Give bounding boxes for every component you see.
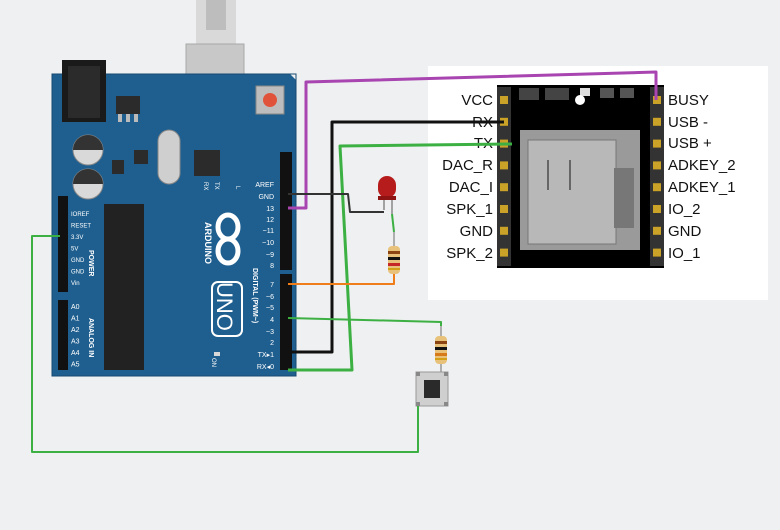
mp3-pin-label: VCC xyxy=(461,92,493,109)
arduino-pin-label: A2 xyxy=(71,327,80,334)
power-section-label: POWER xyxy=(87,250,94,276)
digital-section-label: DIGITAL (PWM~) xyxy=(251,268,258,323)
pin-hole xyxy=(500,183,508,192)
arduino-pin-label: GND xyxy=(258,194,274,201)
pin-hole xyxy=(500,161,508,170)
arduino-pin-label: 7 xyxy=(270,282,274,289)
arduino-pin-label: ~5 xyxy=(266,305,274,312)
mp3-right-labels: BUSY USB - USB + ADKEY_2 ADKEY_1 IO_2 GN… xyxy=(668,92,736,262)
pin-hole xyxy=(653,161,661,170)
arduino-pin-label: ~3 xyxy=(266,329,274,336)
arduino-pin-label: A3 xyxy=(71,339,80,346)
purple-wire xyxy=(288,70,658,210)
pin-hole xyxy=(653,205,661,213)
arduino-pin-label: RESET xyxy=(71,224,91,230)
arduino-pin-label: A1 xyxy=(71,316,80,323)
arduino-pin-label: 5V xyxy=(71,247,78,253)
black-wire xyxy=(288,120,504,354)
dfplayer-module xyxy=(497,85,664,268)
arduino-pin-label: ~6 xyxy=(266,294,274,301)
pin-hole xyxy=(653,183,661,192)
green-5v-wire xyxy=(31,235,419,453)
arduino-pin-label: 13 xyxy=(266,206,274,213)
mp3-pin-label: GND xyxy=(668,223,702,240)
pin-hole xyxy=(653,248,661,257)
resistor-icon xyxy=(435,326,447,372)
arduino-model-label: UNO xyxy=(212,282,237,331)
green-wire xyxy=(288,142,513,372)
red-led-icon xyxy=(378,176,396,214)
arduino-pin-label: ~10 xyxy=(262,240,274,247)
mp3-pin-label: GND xyxy=(460,223,494,240)
rx-led-label: RX xyxy=(202,182,208,190)
arduino-uno-board: ARDUINO UNO ON RX TX L POWER ANALOG IN D… xyxy=(51,60,297,377)
resistor-icon xyxy=(388,232,400,274)
arduino-pin-label: AREF xyxy=(255,182,274,189)
mp3-pin-label: DAC_I xyxy=(449,179,493,196)
pin-hole xyxy=(500,205,508,213)
tx-led-label: TX xyxy=(213,182,219,190)
mp3-pin-label: ADKEY_2 xyxy=(668,157,736,174)
orange-wire xyxy=(288,274,395,285)
arduino-brand-label: ARDUINO xyxy=(203,222,213,264)
arduino-pin-label: 3.3V xyxy=(71,235,83,241)
pin-hole xyxy=(500,248,508,257)
arduino-pin-label: 4 xyxy=(270,317,274,324)
mp3-pin-label: ADKEY_1 xyxy=(668,179,736,196)
arduino-logo xyxy=(215,212,241,266)
mp3-pin-label: DAC_R xyxy=(442,157,493,174)
arduino-pin-label: IOREF xyxy=(71,212,90,218)
pin-hole xyxy=(500,96,508,104)
arduino-left-header-labels: IOREF RESET 3.3V 5V GND GND Vin xyxy=(71,212,91,287)
arduino-pin-label: A0 xyxy=(71,304,80,311)
mp3-pin-label: SPK_2 xyxy=(446,245,493,262)
arduino-pin-label: GND xyxy=(71,270,85,276)
led-resistor-wire xyxy=(391,213,395,233)
arduino-right-header-labels: AREF GND 13 12 ~11 ~10 ~9 8 7 ~6 ~5 4 ~3 2TX▸1RX◂0 xyxy=(255,182,274,371)
arduino-pin-label: 12 xyxy=(266,217,274,224)
mp3-pin-label: BUSY xyxy=(668,92,709,109)
arduino-pin-label: TX▸1 xyxy=(258,352,274,359)
wires xyxy=(31,70,658,453)
on-led-label: ON xyxy=(210,358,216,367)
pin-hole xyxy=(653,139,661,148)
analog-in-section-label: ANALOG IN xyxy=(87,318,94,357)
arduino-pin-label: ~11 xyxy=(263,228,274,235)
pushbutton-icon xyxy=(415,371,449,407)
green-button-wire xyxy=(287,317,442,326)
l-led-label: L xyxy=(234,186,240,190)
pin-hole xyxy=(653,117,661,126)
mp3-pin-label: USB - xyxy=(668,114,708,131)
mp3-pin-label: USB + xyxy=(668,135,712,152)
arduino-pin-label: A4 xyxy=(71,350,80,357)
arduino-pin-label: RX◂0 xyxy=(257,364,274,371)
arduino-pin-label: GND xyxy=(71,258,85,264)
arduino-pin-label: 2 xyxy=(270,340,274,347)
arduino-pin-label: Vin xyxy=(71,281,80,287)
arduino-pin-label: 8 xyxy=(270,263,274,270)
mp3-pin-label: IO_1 xyxy=(668,245,701,262)
gnd-led-wire xyxy=(288,193,384,213)
pin-hole xyxy=(653,226,661,235)
arduino-pin-label: A5 xyxy=(71,362,80,369)
pin-hole xyxy=(500,226,508,235)
arduino-pin-label: ~9 xyxy=(266,252,274,259)
mp3-pin-label: IO_2 xyxy=(668,201,701,218)
mp3-pin-label: SPK_1 xyxy=(446,201,493,218)
